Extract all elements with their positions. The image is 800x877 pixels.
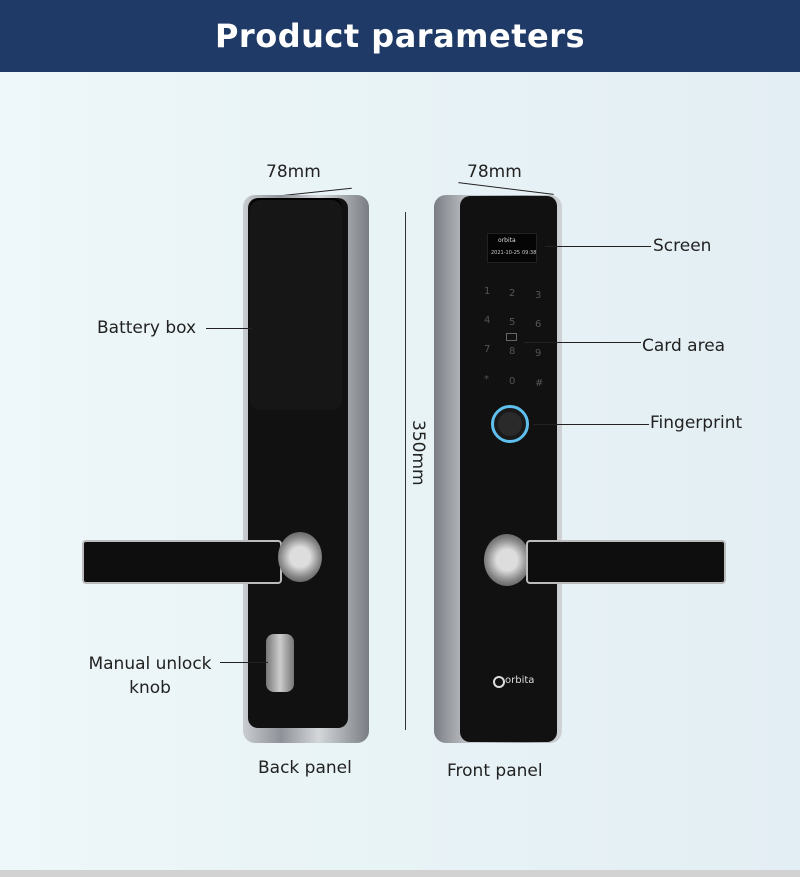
front-width-label: 78mm (467, 162, 522, 182)
fingerprint-icon (498, 412, 522, 436)
front-panel-face (460, 196, 557, 742)
keypad-key[interactable]: 4 (484, 315, 491, 326)
back-handle (82, 540, 282, 584)
keypad-key[interactable]: 3 (535, 290, 542, 301)
logo-icon (493, 676, 505, 688)
keypad-key[interactable]: 8 (509, 346, 516, 357)
keypad-key[interactable]: 9 (535, 348, 542, 359)
header-banner: Product parameters (0, 0, 800, 72)
screen-date: 2021-10-25 (491, 250, 521, 256)
height-dimension-line (405, 212, 406, 730)
battery-box-leader-line (206, 328, 252, 329)
keypad-key[interactable]: 5 (509, 317, 516, 328)
oled-screen: orbita 2021-10-25 09:38 (487, 233, 537, 263)
keypad-key[interactable]: 1 (484, 286, 491, 297)
product-background (0, 72, 800, 870)
front-logo: orbita (505, 675, 535, 686)
front-handle (526, 540, 726, 584)
keypad-key[interactable]: * (484, 374, 489, 385)
fingerprint-sensor-ring[interactable] (491, 405, 529, 443)
screen-label: Screen (653, 236, 712, 256)
fingerprint-leader-line (533, 424, 649, 425)
manual-unlock-label: Manual unlock knob (88, 654, 212, 698)
height-label: 350mm (408, 420, 428, 486)
battery-box-cover (250, 198, 342, 410)
card-area-label: Card area (642, 336, 726, 356)
back-width-label: 78mm (266, 162, 321, 182)
screen-brand: orbita (498, 237, 516, 244)
front-rosette (484, 534, 530, 586)
bottom-divider (0, 870, 800, 877)
battery-box-label: Battery box (97, 318, 197, 338)
front-panel-caption: Front panel (447, 761, 543, 781)
keypad-key[interactable]: 0 (509, 376, 516, 387)
keypad-key[interactable]: 7 (484, 344, 491, 355)
fingerprint-label: Fingerprint (650, 413, 743, 433)
keypad-key[interactable]: # (535, 378, 544, 389)
card-icon (506, 333, 517, 341)
page-title: Product parameters (214, 17, 586, 55)
screen-leader-line (545, 246, 651, 247)
manual-unlock-leader-line (220, 662, 268, 663)
card-area-leader-line (524, 342, 641, 343)
keypad-key[interactable]: 6 (535, 319, 542, 330)
back-panel-caption: Back panel (258, 758, 352, 778)
keypad-key[interactable]: 2 (509, 288, 516, 299)
back-rosette (278, 532, 322, 582)
screen-time: 09:38 (522, 250, 537, 256)
manual-unlock-knob (266, 634, 294, 692)
